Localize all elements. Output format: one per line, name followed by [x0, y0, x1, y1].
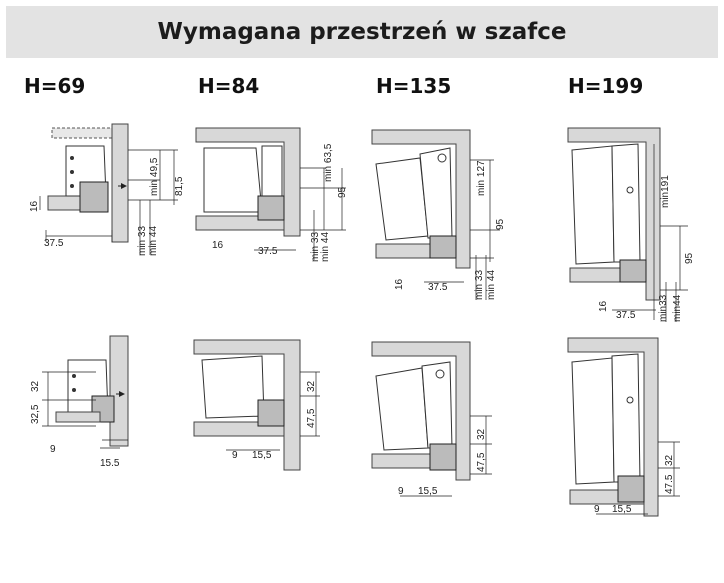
dim-h135-37-5: 37.5 [428, 282, 448, 293]
dim-h135-95: 95 [495, 218, 506, 230]
dim-h199-32: 32 [664, 454, 675, 466]
dim-h199-9: 9 [594, 504, 600, 515]
dim-h69-81-5: 81,5 [174, 176, 185, 196]
dim-h199-min33: min33 [658, 294, 669, 322]
dim-h135-47-5: 47,5 [476, 452, 487, 472]
column-label-h199: H=199 [568, 74, 644, 98]
dim-h199-15-5: 15,5 [612, 504, 632, 515]
dim-h84-9: 9 [232, 450, 238, 461]
dim-h199-min191: min191 [660, 175, 671, 208]
header-bar: Wymagana przestrzeń w szafce [6, 6, 718, 58]
dim-h84-min63-5: min 63,5 [323, 143, 334, 182]
dim-h84-37-5: 37.5 [258, 246, 278, 257]
dim-h69-min44: min 44 [148, 226, 159, 256]
diagram-h135-top: 16 37.5 min 127 95 min 33 min 44 [371, 129, 506, 300]
dim-h84-min44: min 44 [320, 232, 331, 262]
dim-h199-min44: min44 [672, 294, 683, 322]
dim-h84-95: 95 [337, 186, 348, 198]
dim-h69-9: 9 [50, 444, 56, 455]
dim-h69-16: 16 [29, 200, 40, 212]
dim-h84-47-5: 47,5 [306, 408, 317, 428]
diagram-h199-bottom: 32 47.5 9 15,5 [567, 337, 680, 517]
dim-h199-47-5: 47.5 [664, 474, 675, 494]
dim-h84-32: 32 [306, 380, 317, 392]
dim-h135-32: 32 [476, 428, 487, 440]
dim-h69-32: 32 [30, 380, 41, 392]
diagram-h84-bottom: 32 47,5 9 15,5 [193, 339, 320, 471]
dim-h69-min49-5: min 49,5 [149, 157, 160, 196]
dim-h69-37-5: 37.5 [44, 238, 64, 249]
diagram-h135-bottom: 32 47,5 9 15,5 [371, 341, 492, 497]
dim-h84-16: 16 [212, 240, 224, 251]
dim-h135-min127: min 127 [476, 160, 487, 196]
dim-h84-15-5: 15,5 [252, 450, 272, 461]
dim-h135-min33: min 33 [474, 270, 485, 300]
diagram-h69-top: 37.5 16 min 33 min 44 min 49,5 81,5 [29, 123, 185, 256]
dim-h135-min44: min 44 [486, 270, 497, 300]
column-label-h84: H=84 [198, 74, 260, 98]
dim-h135-15-5: 15,5 [418, 486, 438, 497]
dim-h69-15-5: 15.5 [100, 458, 120, 469]
dim-h135-16: 16 [394, 278, 405, 290]
dim-h135-9: 9 [398, 486, 404, 497]
diagram-h84-top: 16 37.5 min 33 min 44 min 63,5 95 [195, 127, 348, 262]
dim-h199-16: 16 [598, 300, 609, 312]
dim-h69-32-5: 32,5 [30, 404, 41, 424]
column-label-h69: H=69 [24, 74, 86, 98]
diagram-h199-top: 16 37.5 min191 95 min33 min44 [567, 127, 695, 322]
column-label-h135: H=135 [376, 74, 452, 98]
dim-h199-95: 95 [684, 252, 695, 264]
dim-h199-37-5: 37.5 [616, 310, 636, 321]
page-title: Wymagana przestrzeń w szafce [157, 19, 567, 45]
dim-h69-min33: min 33 [137, 226, 148, 256]
diagram-h69-bottom: 32 32,5 9 15.5 [30, 335, 129, 469]
dim-h84-min33: min 33 [310, 232, 321, 262]
